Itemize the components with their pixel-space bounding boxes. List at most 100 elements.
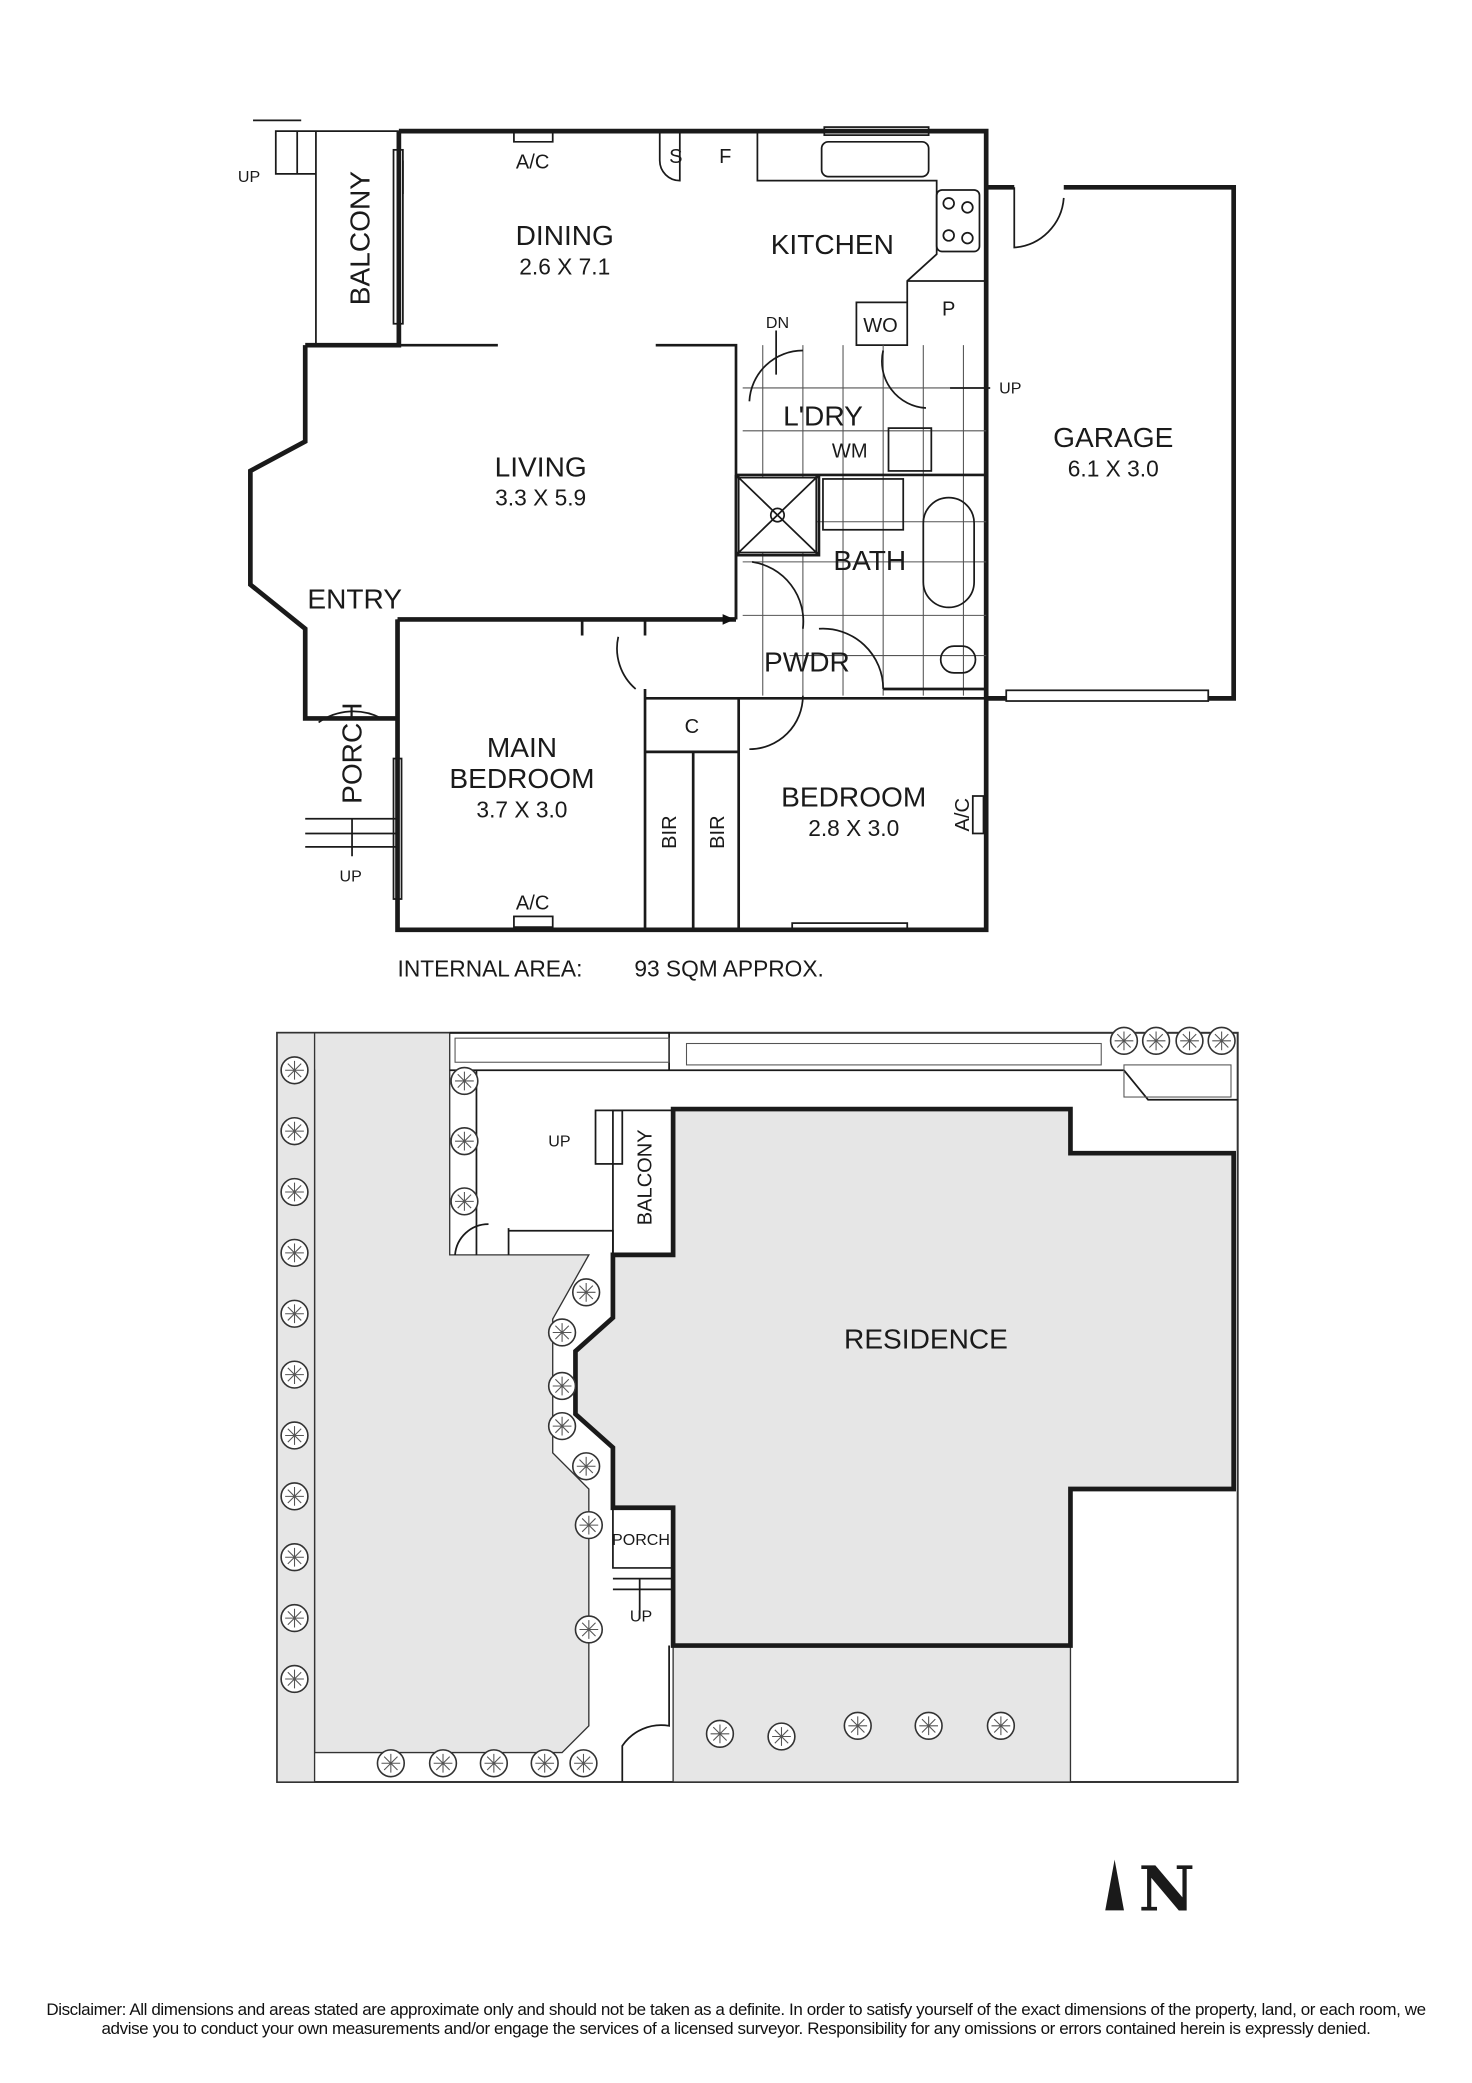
balcony-slider — [392, 148, 404, 325]
label-residence: RESIDENCE — [844, 1324, 1008, 1355]
tree-foliage — [285, 1547, 304, 1567]
room-label-bedroom: BEDROOM — [781, 782, 926, 813]
room-label-main-bedroom-2: BEDROOM — [449, 763, 594, 794]
label-up: UP — [340, 868, 362, 886]
label-down: DN — [766, 314, 789, 332]
tree-foliage — [381, 1753, 401, 1773]
label-cupboard: C — [685, 716, 699, 738]
floor-plan: DINING 2.6 X 7.1 KITCHEN LIVING 3.3 X 5.… — [238, 119, 1237, 982]
room-dims-garage: 6.1 X 3.0 — [1068, 455, 1159, 481]
washing-machine-icon — [887, 427, 933, 472]
label-ac: A/C — [952, 798, 974, 831]
tree-foliage — [455, 1071, 474, 1091]
tree-foliage — [552, 1416, 572, 1436]
label-s: S — [669, 146, 682, 168]
vanity-icon — [822, 478, 905, 531]
ac-unit — [513, 915, 554, 928]
bedroom-window — [791, 922, 909, 932]
tree-foliage — [285, 1182, 304, 1202]
label-ac: A/C — [516, 152, 549, 174]
tree-foliage — [576, 1282, 596, 1302]
tree-foliage — [710, 1724, 730, 1744]
tree-foliage — [1180, 1031, 1199, 1051]
room-dims-bedroom: 2.8 X 3.0 — [808, 815, 899, 841]
residence-footprint — [573, 1106, 1237, 1648]
sink-icon — [820, 140, 930, 178]
label-up: UP — [999, 379, 1021, 397]
room-dims-dining: 2.6 X 7.1 — [519, 253, 610, 279]
tree-foliage — [919, 1716, 939, 1736]
room-dims-main-bedroom: 3.7 X 3.0 — [476, 796, 567, 822]
floor-drain-icon — [769, 507, 786, 523]
arrow-icon — [722, 614, 735, 625]
tree-foliage — [285, 1060, 304, 1080]
tree-foliage — [552, 1323, 572, 1342]
internal-area-value: 93 SQM APPROX. — [634, 956, 824, 982]
front-garden — [672, 1644, 1072, 1783]
internal-area-label: INTERNAL AREA: — [398, 956, 583, 982]
room-label-porch: PORCH — [336, 702, 367, 803]
garage-walls — [986, 184, 1237, 701]
kitchen-window — [823, 126, 930, 136]
room-label-living: LIVING — [495, 451, 587, 482]
tree-foliage — [285, 1426, 304, 1445]
room-label-kitchen: KITCHEN — [771, 229, 894, 260]
room-dims-living: 3.3 X 5.9 — [495, 485, 586, 511]
tree-foliage — [285, 1669, 304, 1689]
label-ac: A/C — [516, 893, 549, 915]
disclaimer: Disclaimer: All dimensions and areas sta… — [46, 2000, 1426, 2038]
room-label-garage: GARAGE — [1053, 422, 1173, 453]
ac-unit — [971, 795, 985, 835]
label-pantry: P — [942, 299, 955, 321]
tree-foliage — [484, 1753, 504, 1773]
room-label-balcony: BALCONY — [344, 171, 375, 305]
tree-foliage — [1114, 1031, 1134, 1051]
label-wall-oven: WO — [863, 315, 898, 337]
north-label: N — [1139, 1852, 1195, 1925]
main-bedroom-window — [392, 757, 403, 900]
tree-foliage — [579, 1620, 599, 1639]
cooktop-icon — [935, 189, 981, 253]
site-plan: RESIDENCE BALCONY PORCH UP UP — [276, 1026, 1239, 1783]
tree-foliage — [1212, 1031, 1231, 1051]
north-arrow-icon — [1105, 1859, 1124, 1911]
tree-foliage — [455, 1192, 474, 1211]
tree-foliage — [848, 1716, 868, 1736]
room-label-bath: BATH — [833, 545, 906, 576]
label-site-balcony: BALCONY — [635, 1129, 657, 1225]
tree-foliage — [285, 1243, 304, 1263]
tree-foliage — [772, 1727, 791, 1746]
room-label-main-bedroom: MAIN — [487, 732, 557, 763]
room-label-dining: DINING — [516, 220, 614, 251]
tree-foliage — [433, 1753, 453, 1773]
label-site-porch: PORCH — [612, 1531, 670, 1549]
bathtub-icon — [922, 496, 976, 609]
label-bir: BIR — [659, 815, 681, 848]
tree-foliage — [552, 1376, 572, 1396]
paving — [454, 1037, 1232, 1098]
toilet-icon — [939, 645, 977, 674]
garage-door — [1005, 689, 1210, 702]
label-up: UP — [238, 168, 260, 186]
room-label-powder: PWDR — [764, 647, 850, 678]
tree-foliage — [285, 1304, 304, 1324]
room-label-entry: ENTRY — [307, 584, 402, 615]
tree-foliage — [285, 1608, 304, 1628]
tree-foliage — [285, 1121, 304, 1141]
tree-foliage — [285, 1365, 304, 1384]
room-label-laundry: L'DRY — [783, 400, 863, 431]
tree-foliage — [991, 1716, 1011, 1736]
tree-foliage — [576, 1456, 596, 1476]
garage-door-swing — [1013, 187, 1065, 249]
tree-foliage — [535, 1753, 555, 1773]
tree-foliage — [285, 1486, 304, 1506]
label-site-up: UP — [630, 1607, 652, 1625]
balcony-walls — [274, 130, 399, 346]
label-site-up: UP — [548, 1133, 570, 1151]
label-f: F — [719, 146, 731, 168]
label-bir: BIR — [707, 815, 729, 848]
trees — [280, 1026, 1236, 1778]
tree-foliage — [574, 1753, 593, 1773]
label-washing-machine: WM — [832, 441, 868, 463]
